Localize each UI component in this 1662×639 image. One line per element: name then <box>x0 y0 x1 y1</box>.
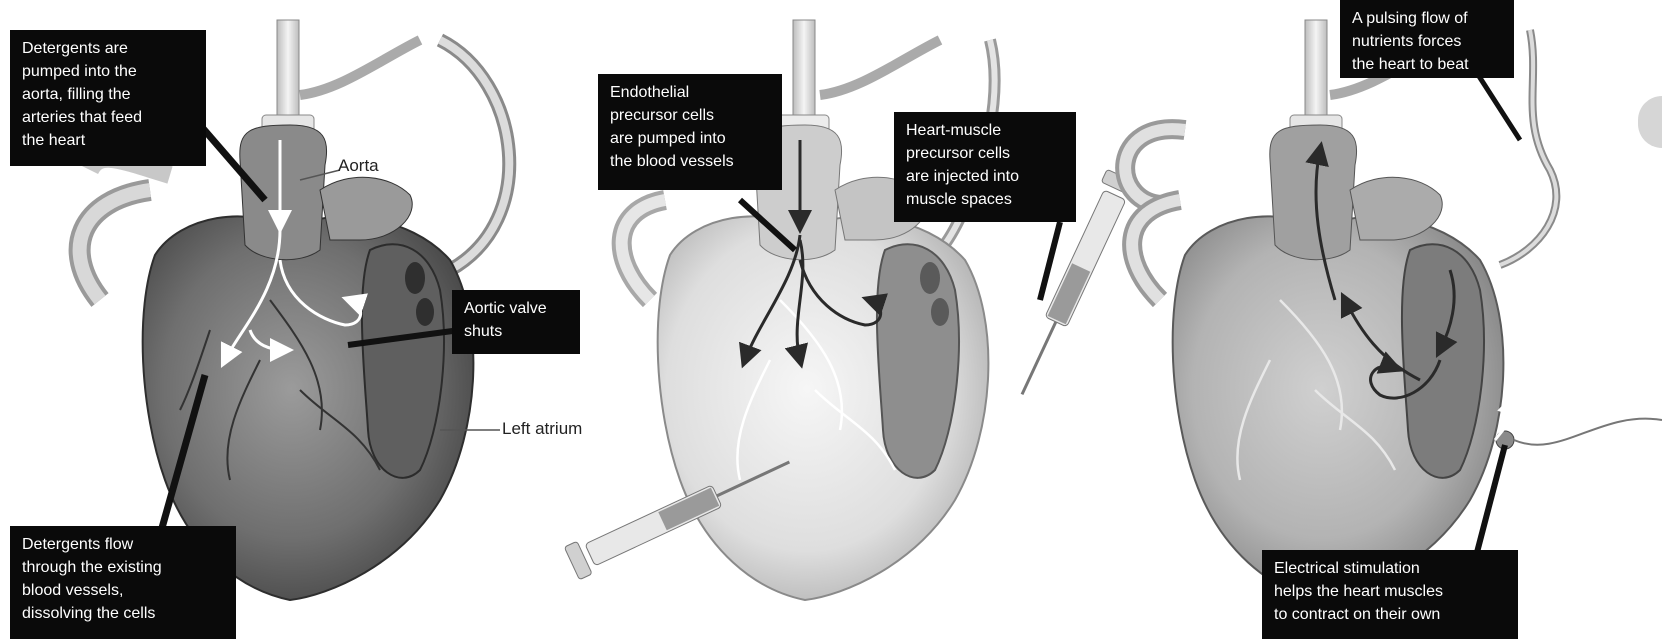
callout-detergents-pumped: Detergents are pumped into the aorta, fi… <box>10 30 206 166</box>
callout-aortic-valve: Aortic valve shuts <box>452 290 580 354</box>
label-aorta: Aorta <box>338 156 379 176</box>
callout-heart-muscle: Heart-muscle precursor cells are injecte… <box>894 112 1076 222</box>
label-left-atrium: Left atrium <box>502 419 582 439</box>
callout-detergents-flow: Detergents flow through the existing blo… <box>10 526 236 639</box>
callout-electrical: Electrical stimulation helps the heart m… <box>1262 550 1518 639</box>
callout-pulsing-flow: A pulsing flow of nutrients forces the h… <box>1340 0 1514 78</box>
heart-panel-3 <box>1125 20 1662 600</box>
callout-endothelial: Endothelial precursor cells are pumped i… <box>598 74 782 190</box>
